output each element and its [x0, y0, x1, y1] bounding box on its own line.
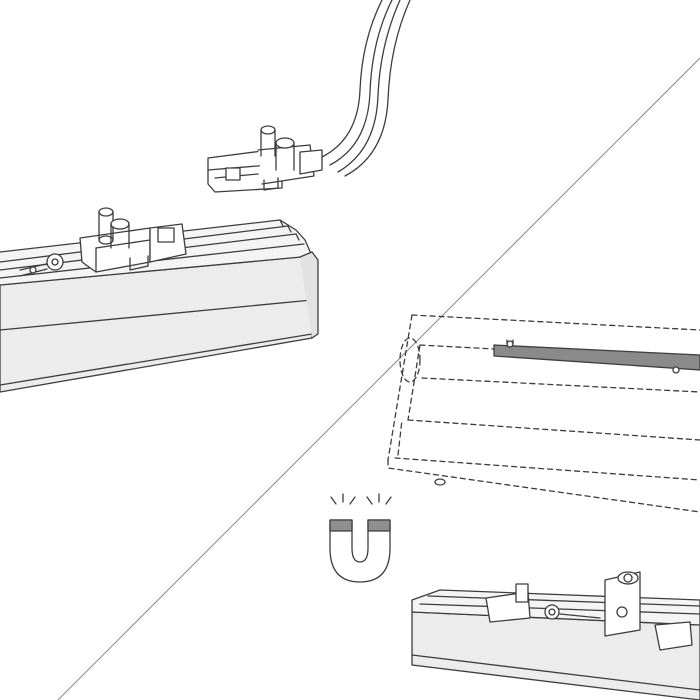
connector-free: [207, 125, 323, 193]
profile-bottom-right: [411, 571, 700, 700]
panel-divider: [57, 57, 700, 700]
magnet-icon: [329, 493, 392, 583]
connector-icon: [19, 207, 187, 277]
magnetic-strip: [493, 344, 700, 371]
cable-icon: [319, 0, 411, 177]
